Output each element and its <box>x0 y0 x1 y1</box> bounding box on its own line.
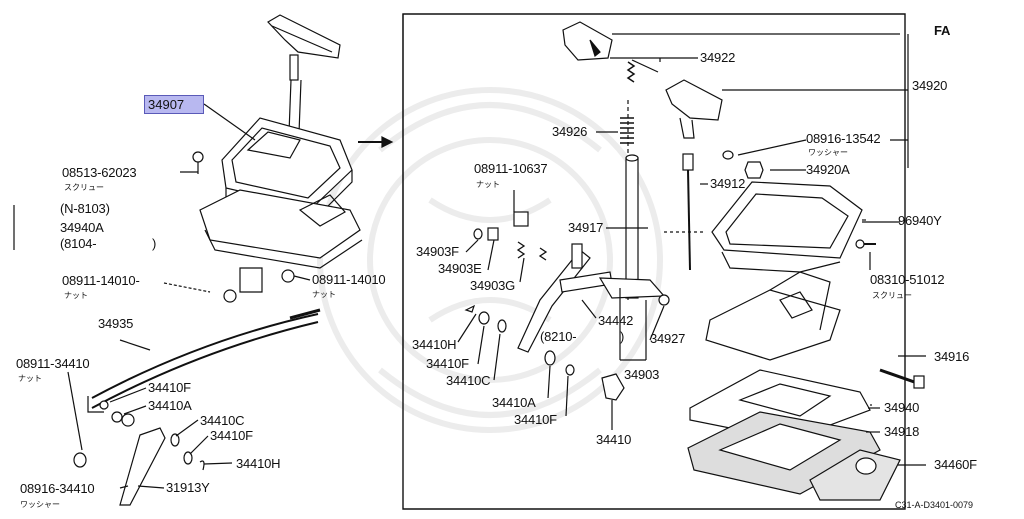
part-label[interactable]: 34920 <box>912 78 948 93</box>
catalog-reference: C31-A-D3401-0079 <box>895 500 974 510</box>
watermark-emblem <box>317 87 663 433</box>
part-label[interactable]: 34460F <box>934 457 977 472</box>
part-label[interactable]: 08513-62023 <box>62 165 137 180</box>
part-label[interactable]: 34927 <box>650 331 686 346</box>
part-label[interactable]: 34410F <box>210 428 253 443</box>
part-label[interactable]: 34903G <box>470 278 516 293</box>
date-range: (8210- <box>540 329 577 344</box>
part-label[interactable]: 08916-34410 <box>20 481 95 496</box>
part-label[interactable]: 34917 <box>568 220 604 235</box>
part-label[interactable]: 34918 <box>884 424 920 439</box>
part-label[interactable]: 34410C <box>446 373 491 388</box>
part-label[interactable]: 08911-34410 <box>16 356 90 371</box>
part-label[interactable]: 08916-13542 <box>806 131 881 146</box>
part-label[interactable]: 34935 <box>98 316 134 331</box>
part-label[interactable]: 34903F <box>416 244 459 259</box>
part-label[interactable]: 34920A <box>806 162 850 177</box>
part-label[interactable]: 34916 <box>934 349 970 364</box>
part-label[interactable]: 96940Y <box>898 213 942 228</box>
part-label[interactable]: 34410 <box>596 432 632 447</box>
date-range-close: ) <box>620 329 625 344</box>
part-label[interactable]: 34903 <box>624 367 660 382</box>
part-label[interactable]: 31913Y <box>166 480 210 495</box>
date-range: (8104- <box>60 236 97 251</box>
highlighted-part-label[interactable]: 34907 <box>144 95 204 114</box>
part-label[interactable]: 08911-10637 <box>474 161 548 176</box>
left-shifter-assembly <box>13 14 363 506</box>
right-detail-parts <box>457 21 926 501</box>
part-note: スクリュー <box>872 291 912 300</box>
part-note: ナット <box>312 290 336 299</box>
part-note: ワッシャー <box>20 500 60 509</box>
part-label[interactable]: 34410A <box>148 398 192 413</box>
part-label[interactable]: 34912 <box>710 176 746 191</box>
date-range-close: ) <box>152 236 157 251</box>
part-note: ナット <box>64 291 88 300</box>
part-label[interactable]: 08911-14010 <box>312 272 386 287</box>
part-label[interactable]: 34410H <box>236 456 281 471</box>
part-label[interactable]: 34926 <box>552 124 588 139</box>
part-label[interactable]: 34442 <box>598 313 634 328</box>
part-label[interactable]: 34410F <box>426 356 469 371</box>
part-label[interactable]: 34940 <box>884 400 920 415</box>
part-note: ナット <box>476 180 500 189</box>
part-label[interactable]: 34940A <box>60 220 104 235</box>
part-note: スクリュー <box>64 183 104 192</box>
corner-tag: FA <box>934 23 951 38</box>
part-note: ナット <box>18 374 42 383</box>
detail-arrow <box>358 136 394 148</box>
part-label[interactable]: 34410C <box>200 413 245 428</box>
part-label[interactable]: 08911-14010- <box>62 273 140 288</box>
part-label[interactable]: 34903E <box>438 261 482 276</box>
part-label[interactable]: 34410H <box>412 337 457 352</box>
serial-range: (N-8103) <box>60 201 110 216</box>
part-label[interactable]: 34410A <box>492 395 536 410</box>
part-label[interactable]: 34410F <box>148 380 191 395</box>
part-label[interactable]: 34410F <box>514 412 557 427</box>
part-label[interactable]: 34922 <box>700 50 736 65</box>
part-note: ワッシャー <box>808 148 848 157</box>
part-label[interactable]: 08310-51012 <box>870 272 945 287</box>
